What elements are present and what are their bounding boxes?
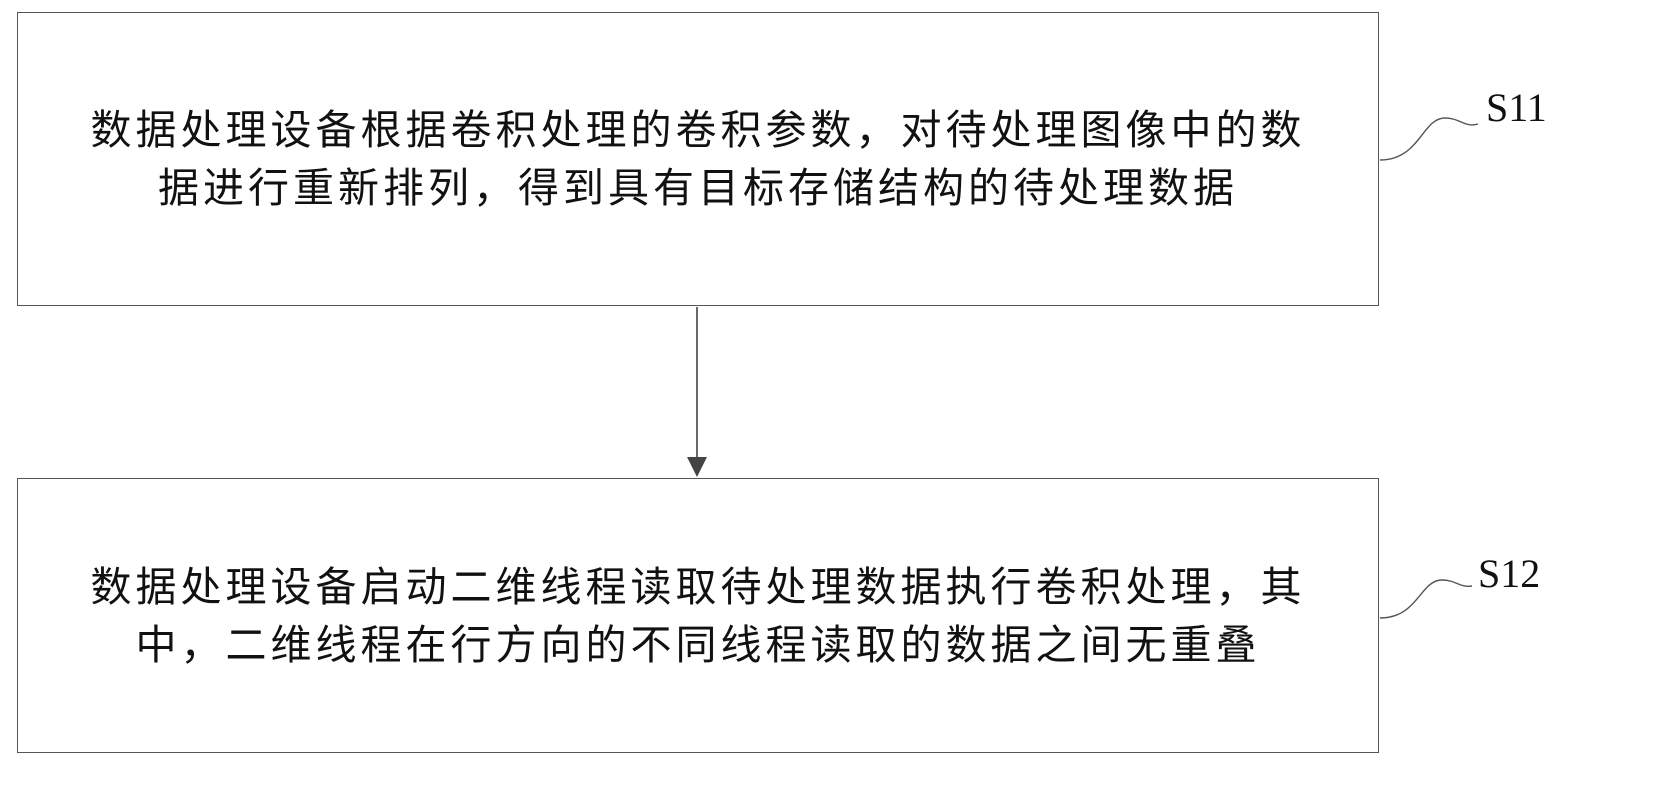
step-box-s11: 数据处理设备根据卷积处理的卷积参数，对待处理图像中的数 据进行重新排列，得到具有… — [17, 12, 1379, 306]
step-label-s11: S11 — [1486, 85, 1547, 130]
step-text-s12: 数据处理设备启动二维线程读取待处理数据执行卷积处理，其 中，二维线程在行方向的不… — [77, 558, 1320, 674]
step-text-line: 中，二维线程在行方向的不同线程读取的数据之间无重叠 — [135, 620, 1261, 669]
step-box-s12: 数据处理设备启动二维线程读取待处理数据执行卷积处理，其 中，二维线程在行方向的不… — [17, 478, 1379, 753]
leader-line-s11 — [1379, 117, 1479, 161]
flow-arrowhead — [687, 457, 707, 477]
leader-line-s12 — [1379, 579, 1473, 619]
step-text-line: 数据处理设备启动二维线程读取待处理数据执行卷积处理，其 — [90, 562, 1306, 611]
step-text-s11: 数据处理设备根据卷积处理的卷积参数，对待处理图像中的数 据进行重新排列，得到具有… — [77, 101, 1320, 217]
step-text-line: 据进行重新排列，得到具有目标存储结构的待处理数据 — [158, 164, 1238, 212]
step-text-line: 数据处理设备根据卷积处理的卷积参数，对待处理图像中的数 — [90, 106, 1306, 154]
step-label-s12: S12 — [1478, 551, 1541, 596]
